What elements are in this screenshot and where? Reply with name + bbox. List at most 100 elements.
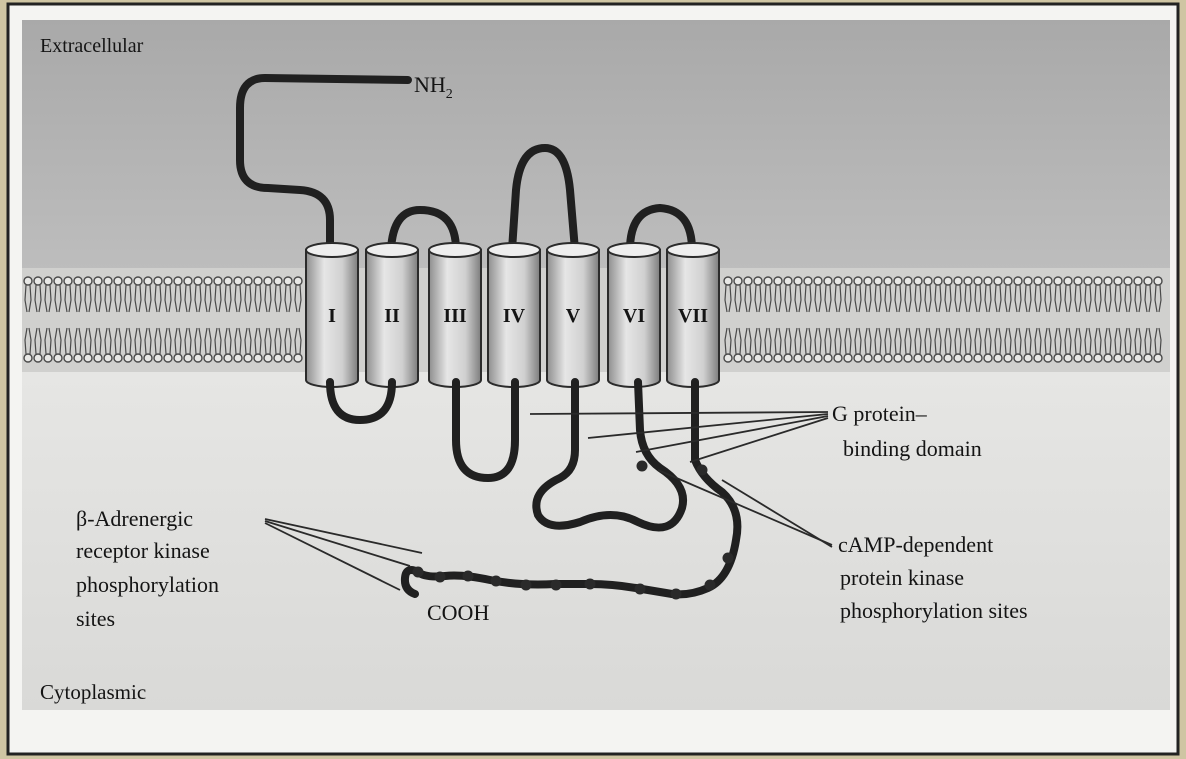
lipid-head: [804, 354, 812, 362]
lipid-head: [1094, 277, 1102, 285]
lipid-head: [254, 277, 262, 285]
helix-III: III: [429, 243, 481, 387]
cytoplasmic-label: Cytoplasmic: [40, 680, 146, 704]
lipid-head: [234, 277, 242, 285]
lipid-head: [204, 354, 212, 362]
lipid-head: [274, 277, 282, 285]
lipid-head: [1114, 277, 1122, 285]
lipid-head: [254, 354, 262, 362]
lipid-head: [1014, 277, 1022, 285]
lipid-head: [804, 277, 812, 285]
lipid-head: [724, 277, 732, 285]
lipid-head: [264, 354, 272, 362]
lipid-head: [184, 354, 192, 362]
lipid-head: [214, 354, 222, 362]
lipid-head: [894, 277, 902, 285]
helix-label: II: [384, 305, 400, 327]
lipid-head: [44, 354, 52, 362]
phosphorylation-site: [521, 580, 532, 591]
phosphorylation-site: [671, 589, 682, 600]
lipid-head: [924, 277, 932, 285]
lipid-head: [754, 277, 762, 285]
lipid-head: [284, 354, 292, 362]
lipid-head: [1074, 354, 1082, 362]
lipid-head: [64, 354, 72, 362]
lipid-head: [134, 354, 142, 362]
helix-top: [608, 243, 660, 257]
helix-label: I: [328, 305, 336, 327]
lipid-head: [744, 277, 752, 285]
helix-VI: VI: [608, 243, 660, 387]
c-terminus-label: COOH: [427, 600, 489, 625]
lipid-head: [834, 277, 842, 285]
bark-label-line-2: receptor kinase: [76, 538, 210, 563]
phosphorylation-site: [413, 567, 424, 578]
lipid-head: [994, 354, 1002, 362]
extracellular-label: Extracellular: [40, 35, 144, 57]
lipid-head: [104, 277, 112, 285]
lipid-head: [24, 277, 32, 285]
lipid-head: [294, 354, 302, 362]
lipid-head: [264, 277, 272, 285]
lipid-head: [284, 277, 292, 285]
pka-label-line-2: protein kinase: [840, 565, 964, 590]
lipid-head: [154, 354, 162, 362]
lipid-head: [744, 354, 752, 362]
lipid-head: [224, 277, 232, 285]
lipid-head: [754, 354, 762, 362]
lipid-head: [934, 354, 942, 362]
lipid-head: [34, 277, 42, 285]
lipid-head: [244, 277, 252, 285]
lipid-head: [34, 354, 42, 362]
lipid-head: [134, 277, 142, 285]
lipid-head: [24, 354, 32, 362]
lipid-head: [1034, 354, 1042, 362]
lipid-head: [844, 354, 852, 362]
lipid-head: [874, 354, 882, 362]
lipid-head: [864, 277, 872, 285]
lipid-head: [1054, 354, 1062, 362]
lipid-head: [124, 354, 132, 362]
helix-IV: IV: [488, 243, 540, 387]
lipid-head: [234, 354, 242, 362]
bark-label-line-3: phosphorylation: [76, 572, 219, 597]
helix-V: V: [547, 243, 599, 387]
lipid-head: [984, 354, 992, 362]
lipid-head: [194, 354, 202, 362]
lipid-head: [114, 277, 122, 285]
lipid-head: [974, 277, 982, 285]
lipid-head: [74, 277, 82, 285]
lipid-head: [904, 277, 912, 285]
lipid-head: [294, 277, 302, 285]
lipid-head: [764, 277, 772, 285]
lipid-head: [1144, 354, 1152, 362]
lipid-head: [204, 277, 212, 285]
lipid-head: [824, 277, 832, 285]
helix-label: IV: [503, 305, 526, 327]
lipid-head: [1064, 277, 1072, 285]
lipid-head: [814, 277, 822, 285]
lipid-head: [834, 354, 842, 362]
lipid-head: [154, 277, 162, 285]
lipid-head: [94, 354, 102, 362]
lipid-head: [1124, 277, 1132, 285]
lipid-head: [854, 277, 862, 285]
lipid-head: [1034, 277, 1042, 285]
lipid-head: [874, 277, 882, 285]
phosphorylation-site: [585, 579, 596, 590]
lipid-head: [854, 354, 862, 362]
lipid-head: [1004, 277, 1012, 285]
lipid-head: [1144, 277, 1152, 285]
lipid-head: [884, 354, 892, 362]
lipid-head: [174, 277, 182, 285]
lipid-head: [1094, 354, 1102, 362]
lipid-head: [1014, 354, 1022, 362]
lipid-head: [774, 354, 782, 362]
lipid-head: [794, 277, 802, 285]
lipid-head: [734, 354, 742, 362]
lipid-head: [1134, 277, 1142, 285]
lipid-head: [44, 277, 52, 285]
lipid-head: [954, 277, 962, 285]
lipid-head: [174, 354, 182, 362]
